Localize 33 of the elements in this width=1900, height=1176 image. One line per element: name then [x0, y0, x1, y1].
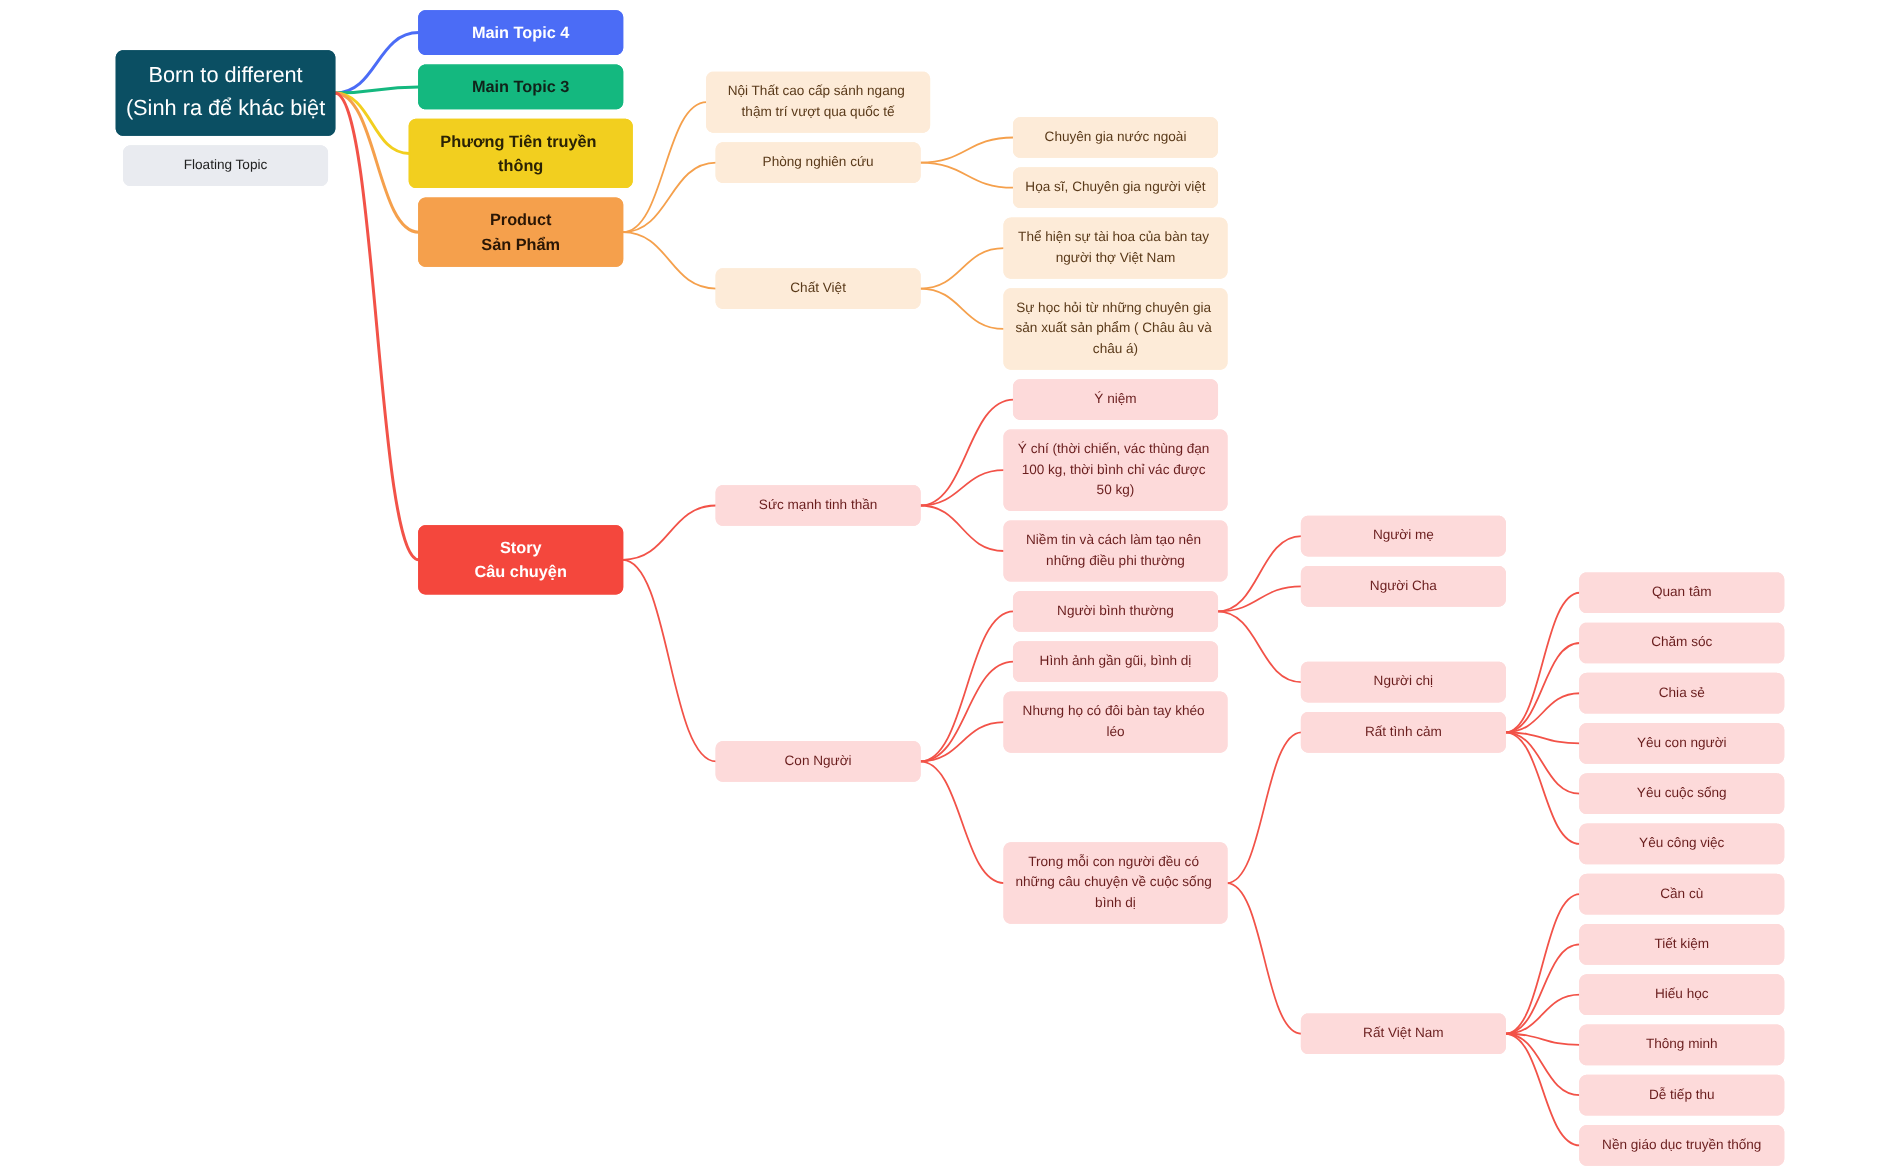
connector [621, 558, 718, 763]
connector [919, 247, 1006, 290]
connector [1216, 535, 1303, 613]
connector [919, 610, 1015, 763]
connector [1504, 1032, 1581, 1147]
connector [1504, 591, 1581, 734]
connector [1216, 585, 1303, 613]
connector [919, 660, 1015, 763]
connector [1504, 731, 1581, 745]
connector [334, 85, 419, 95]
connector [919, 287, 1006, 330]
connector [1504, 893, 1581, 1035]
connector [1225, 882, 1303, 1035]
connector [1504, 943, 1581, 1035]
connector [1504, 731, 1581, 845]
connector [919, 504, 1006, 552]
connector [919, 469, 1006, 507]
connector [1504, 642, 1581, 734]
connector [333, 91, 420, 561]
connector [919, 760, 1006, 884]
connector [1504, 731, 1581, 795]
connector [621, 161, 718, 234]
connector [621, 231, 718, 290]
connector [1216, 610, 1303, 683]
connector [919, 398, 1015, 507]
connector [1225, 731, 1303, 884]
connector [334, 91, 410, 155]
connector [334, 31, 420, 95]
connector [919, 721, 1006, 763]
connector [1504, 1032, 1581, 1097]
connector [919, 161, 1015, 189]
connector [621, 504, 718, 561]
connector [334, 91, 420, 234]
